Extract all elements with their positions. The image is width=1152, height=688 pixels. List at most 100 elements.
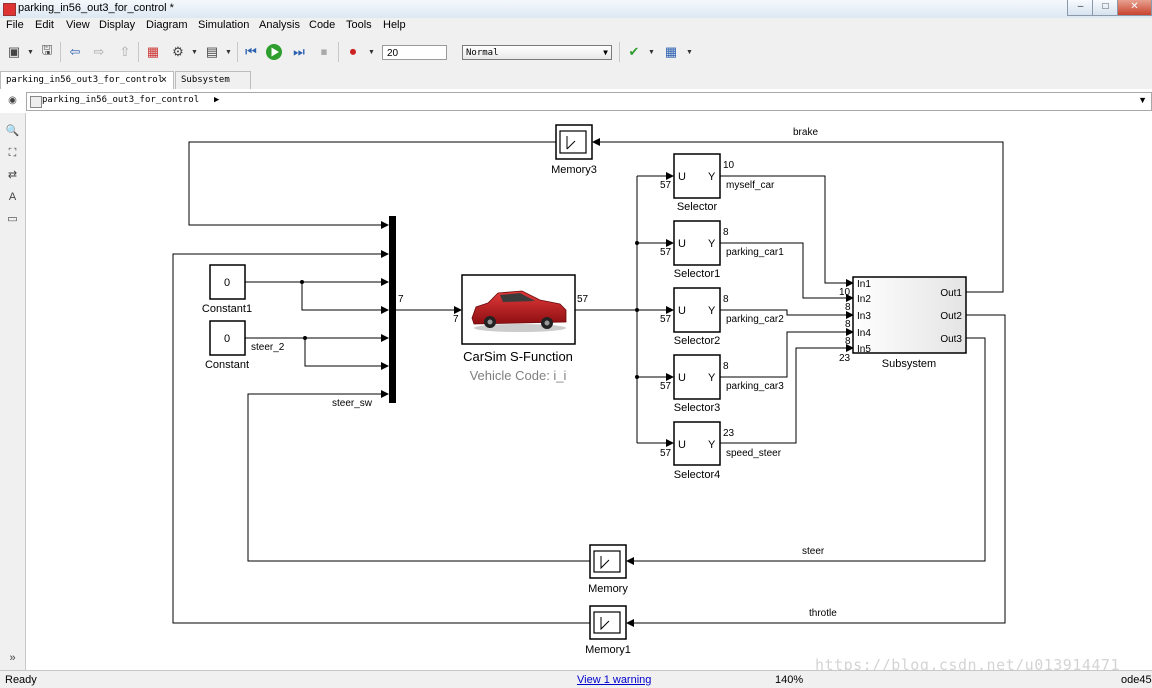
block-diagram: Memory3 Memory Memory1 0 Constant1 0 Con… [172, 124, 1006, 656]
record-icon[interactable]: ⏺ [349, 44, 357, 59]
signal-brake-line[interactable] [592, 138, 1004, 293]
fit-view-icon[interactable]: ⛶ [8, 147, 17, 159]
subsystem-outport-label: Out3 [940, 334, 962, 345]
expand-palette-icon[interactable]: » [9, 652, 16, 664]
menu-simulation[interactable]: Simulation [198, 19, 250, 31]
breadcrumb-dropdown-icon[interactable]: ▼ [1138, 95, 1147, 105]
left-palette: 🔍 ⛶ ⇄ A ▭ » [0, 113, 26, 670]
record-dropdown-icon[interactable]: ▼ [368, 49, 375, 56]
chevron-down-icon: ▼ [603, 48, 608, 57]
simulink-app-icon [3, 3, 16, 16]
signal-speed-steer-line[interactable] [720, 344, 854, 444]
subsystem-inport-label: In2 [857, 294, 871, 305]
breadcrumb-item[interactable]: parking_in56_out3_for_control [42, 95, 200, 105]
menu-help[interactable]: Help [383, 19, 406, 31]
annotation-icon[interactable]: A [8, 191, 17, 203]
model-config-icon[interactable]: ⚙ [172, 44, 184, 59]
model-advisor-icon[interactable]: ✔ [628, 44, 640, 59]
selector4-block[interactable]: U Y Selector4 [673, 421, 721, 481]
close-tab-icon[interactable]: × [160, 74, 167, 86]
menu-file[interactable]: File [6, 19, 24, 31]
signal-constant1-branch-line[interactable] [301, 282, 389, 314]
constant-block[interactable]: 0 Constant [205, 320, 249, 371]
arrow-icon[interactable]: ⇄ [7, 169, 18, 181]
signal-label-speed-steer: speed_steer [726, 448, 782, 459]
constant1-block[interactable]: 0 Constant1 [202, 264, 252, 315]
memory1-block[interactable]: Memory1 [585, 605, 631, 656]
new-dropdown-icon[interactable]: ▼ [27, 49, 34, 56]
new-model-icon[interactable]: ▣ [7, 44, 21, 59]
constant1-value: 0 [224, 277, 230, 289]
signal-memory3-out-line[interactable] [188, 141, 556, 229]
menu-tools[interactable]: Tools [346, 19, 372, 31]
forward-icon[interactable]: ⇨ [93, 44, 105, 59]
selector3-label: Selector3 [674, 402, 720, 414]
memory3-label: Memory3 [551, 164, 597, 176]
library-browser-icon[interactable]: ▦ [146, 44, 160, 59]
simulation-mode-select[interactable]: Normal ▼ [462, 45, 612, 60]
run-icon[interactable] [265, 43, 283, 61]
zoom-icon[interactable]: 🔍 [5, 125, 20, 137]
signal-steer-2-branch-line[interactable] [304, 338, 389, 370]
selector1-out-port: Y [708, 238, 716, 250]
warning-link[interactable]: View 1 warning [577, 674, 652, 686]
selector-out-port: Y [708, 171, 716, 183]
selector3-block[interactable]: U Y Selector3 [673, 354, 721, 414]
menu-analysis[interactable]: Analysis [259, 19, 300, 31]
step-back-icon[interactable]: ⏮ [245, 44, 257, 59]
image-icon[interactable]: ▭ [7, 213, 18, 225]
subsystem-outport-label: Out2 [940, 311, 962, 322]
signal-steer-line[interactable] [626, 337, 986, 565]
stop-icon[interactable]: ⏹ [320, 44, 328, 59]
selector4-out-port: Y [708, 439, 716, 451]
save-icon[interactable]: 🖫 [41, 42, 53, 57]
menu-display[interactable]: Display [99, 19, 136, 31]
selector2-label: Selector2 [674, 335, 720, 347]
build-dropdown-icon[interactable]: ▼ [686, 49, 693, 56]
model-canvas[interactable]: Memory3 Memory Memory1 0 Constant1 0 Con… [26, 113, 1152, 670]
selector1-block[interactable]: U Y Selector1 [673, 220, 721, 280]
up-icon[interactable]: ⇧ [119, 44, 131, 59]
hide-browser-icon[interactable]: ◉ [8, 95, 17, 106]
tab-parking-model[interactable]: parking_in56_out3_for_control × [0, 71, 174, 90]
selector2-block[interactable]: U Y Selector2 [673, 287, 721, 347]
subsystem-block[interactable]: In1 In2 In3 In4 In5 Out1 Out2 Out3 Subsy… [852, 276, 967, 370]
status-ready: Ready [5, 674, 37, 686]
menu-view[interactable]: View [66, 19, 90, 31]
selector-block[interactable]: U Y Selector [673, 153, 721, 213]
watermark: https://blog.csdn.net/u013914471 [815, 656, 1120, 674]
toolbar: ▣ ▼ 🖫 ⇦ ⇨ ⇧ ▦ ⚙ ▼ ▤ ▼ ⏮ ⏭ ⏹ ⏺ ▼ 20 Norma… [0, 35, 1152, 70]
carsim-block[interactable]: CarSim S-Function Vehicle Code: i_i [461, 274, 576, 383]
signal-parking-car1-line[interactable] [720, 242, 854, 302]
width-selector-out: 10 [723, 160, 735, 171]
menu-diagram[interactable]: Diagram [146, 19, 188, 31]
signal-throtle-line[interactable] [626, 314, 1006, 627]
signal-parking-car2-line[interactable] [720, 309, 854, 319]
advisor-dropdown-icon[interactable]: ▼ [648, 49, 655, 56]
stop-time-input[interactable]: 20 [382, 45, 447, 60]
memory-block[interactable]: Memory [588, 544, 628, 595]
menu-code[interactable]: Code [309, 19, 336, 31]
constant-label: Constant [205, 359, 249, 371]
minimize-button[interactable]: – [1067, 0, 1094, 16]
branch-point [300, 280, 304, 284]
vehicle-code-label: Vehicle Code: i_i [470, 368, 567, 383]
config-dropdown-icon[interactable]: ▼ [191, 49, 198, 56]
selector1-in-port: U [678, 238, 686, 250]
memory3-block[interactable]: Memory3 [551, 124, 597, 176]
maximize-button[interactable]: □ [1092, 0, 1119, 16]
menu-edit[interactable]: Edit [35, 19, 54, 31]
tab-subsystem[interactable]: Subsystem [175, 71, 251, 89]
signal-myself-car-line[interactable] [720, 175, 854, 287]
mux-block[interactable] [389, 216, 396, 403]
step-forward-icon[interactable]: ⏭ [293, 44, 305, 59]
signal-steer-sw-line[interactable] [247, 390, 590, 562]
signal-memory1-out-line[interactable] [172, 250, 590, 624]
signal-parking-car3-line[interactable] [720, 328, 854, 378]
explorer-dropdown-icon[interactable]: ▼ [225, 49, 232, 56]
width-mux-out: 7 [398, 294, 404, 305]
close-window-button[interactable]: ✕ [1117, 0, 1152, 16]
back-icon[interactable]: ⇦ [69, 44, 81, 59]
model-explorer-icon[interactable]: ▤ [205, 44, 219, 59]
build-icon[interactable]: ▦ [664, 44, 678, 59]
